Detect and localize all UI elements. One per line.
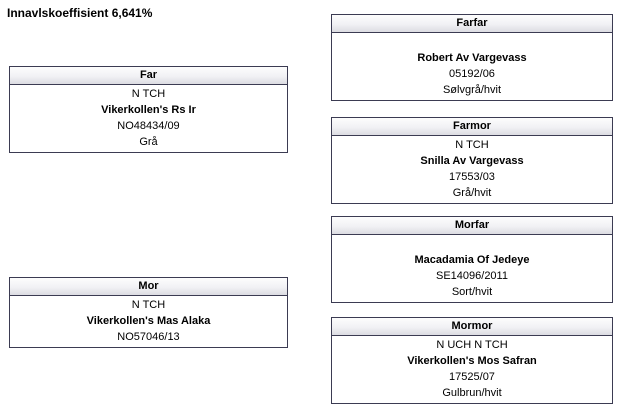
pedigree-box-mormor-body: N UCH N TCH Vikerkollen's Mos Safran 175… [332, 336, 612, 403]
pedigree-box-farfar: Farfar Robert Av Vargevass 05192/06 Sølv… [331, 14, 613, 101]
dog-name: Vikerkollen's Rs Ir [101, 104, 196, 116]
pedigree-box-mormor-header: Mormor [332, 318, 612, 336]
pedigree-box-mor-body: N TCH Vikerkollen's Mas Alaka NO57046/13 [10, 296, 287, 347]
dog-color: Grå [139, 136, 158, 148]
dog-titles: N UCH N TCH [436, 339, 508, 351]
dog-color: Gulbrun/hvit [442, 387, 502, 399]
pedigree-box-farmor-header: Farmor [332, 118, 612, 136]
dog-regnumber: NO48434/09 [117, 120, 180, 132]
dog-regnumber: 17525/07 [449, 371, 495, 383]
pedigree-box-farmor-body: N TCH Snilla Av Vargevass 17553/03 Grå/h… [332, 136, 612, 203]
pedigree-box-far-header: Far [10, 67, 287, 85]
dog-titles [334, 34, 610, 50]
dog-name: Snilla Av Vargevass [420, 155, 524, 167]
inbreeding-coefficient-title: Innavlskoeffisient 6,641% [7, 6, 153, 20]
dog-regnumber: NO57046/13 [117, 331, 180, 343]
dog-color: Sort/hvit [451, 286, 493, 298]
pedigree-box-morfar-header: Morfar [332, 217, 612, 235]
pedigree-box-far-body: N TCH Vikerkollen's Rs Ir NO48434/09 Grå [10, 85, 287, 152]
dog-titles: N TCH [455, 139, 489, 151]
pedigree-box-farfar-header: Farfar [332, 15, 612, 33]
dog-name: Macadamia Of Jedeye [414, 254, 530, 266]
pedigree-box-morfar: Morfar Macadamia Of Jedeye SE14096/2011 … [331, 216, 613, 303]
dog-regnumber: 17553/03 [449, 171, 495, 183]
dog-regnumber: SE14096/2011 [436, 270, 508, 282]
pedigree-box-mor: Mor N TCH Vikerkollen's Mas Alaka NO5704… [9, 277, 288, 348]
dog-name: Vikerkollen's Mas Alaka [86, 315, 211, 327]
pedigree-box-mor-header: Mor [10, 278, 287, 296]
dog-color: Grå/hvit [452, 187, 492, 199]
dog-name: Robert Av Vargevass [417, 52, 527, 64]
pedigree-box-morfar-body: Macadamia Of Jedeye SE14096/2011 Sort/hv… [332, 235, 612, 302]
dog-titles: N TCH [131, 88, 166, 100]
pedigree-box-farfar-body: Robert Av Vargevass 05192/06 Sølvgrå/hvi… [332, 33, 612, 100]
dog-titles: N TCH [131, 299, 166, 311]
dog-color: Sølvgrå/hvit [442, 84, 502, 96]
dog-name: Vikerkollen's Mos Safran [407, 355, 537, 367]
pedigree-box-farmor: Farmor N TCH Snilla Av Vargevass 17553/0… [331, 117, 613, 204]
pedigree-box-mormor: Mormor N UCH N TCH Vikerkollen's Mos Saf… [331, 317, 613, 404]
dog-regnumber: 05192/06 [449, 68, 495, 80]
dog-titles [334, 236, 610, 252]
pedigree-box-far: Far N TCH Vikerkollen's Rs Ir NO48434/09… [9, 66, 288, 153]
